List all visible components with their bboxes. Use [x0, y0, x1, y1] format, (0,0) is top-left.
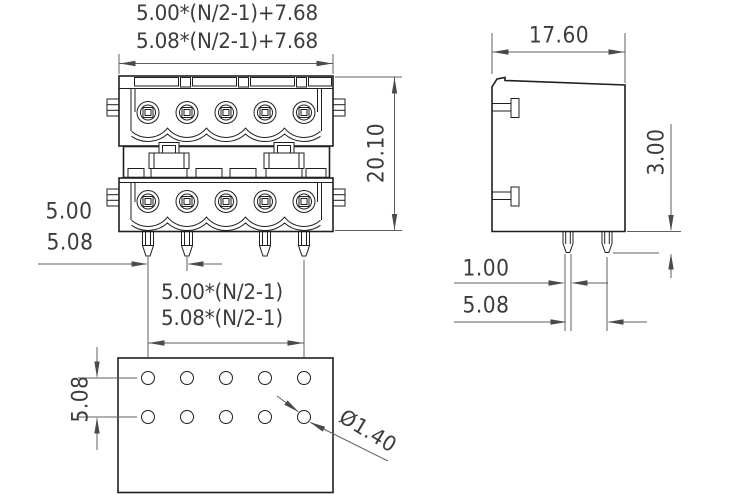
dim-label-pin-width: 1.00 [462, 256, 510, 282]
dim-label-side-depth: 17.60 [528, 23, 590, 49]
dim-label-span-formula-a: 5.00*(N/2-1) [161, 280, 283, 304]
side-tab-profile [510, 98, 520, 118]
side-view [491, 76, 626, 253]
side-tab [106, 98, 120, 117]
dim-label-pitch-a: 5.00 [45, 199, 93, 225]
dim-label-span-formula-b: 5.08*(N/2-1) [161, 306, 283, 330]
bottom-view [117, 357, 334, 494]
dim-label-overall-height: 20.10 [364, 122, 390, 184]
solder-pin-profile [562, 231, 574, 253]
solder-pin [142, 231, 154, 257]
dim-label-pin-protrusion: 3.00 [644, 128, 670, 176]
terminal [136, 101, 160, 124]
dim-label-top-formula-a: 5.00*(N/2-1)+7.68 [135, 1, 319, 25]
pcb-holes [141, 371, 311, 424]
top-notch [134, 77, 179, 87]
latch [148, 142, 190, 178]
dim-label-side-pin-spacing: 5.08 [462, 293, 510, 319]
dim-label-pitch-b: 5.08 [46, 230, 94, 256]
dim-label-hole-row-spacing: 5.08 [68, 375, 94, 423]
front-view [106, 75, 346, 257]
dimension-lines [38, 33, 681, 462]
dim-label-top-formula-b: 5.08*(N/2-1)+7.68 [135, 29, 319, 53]
